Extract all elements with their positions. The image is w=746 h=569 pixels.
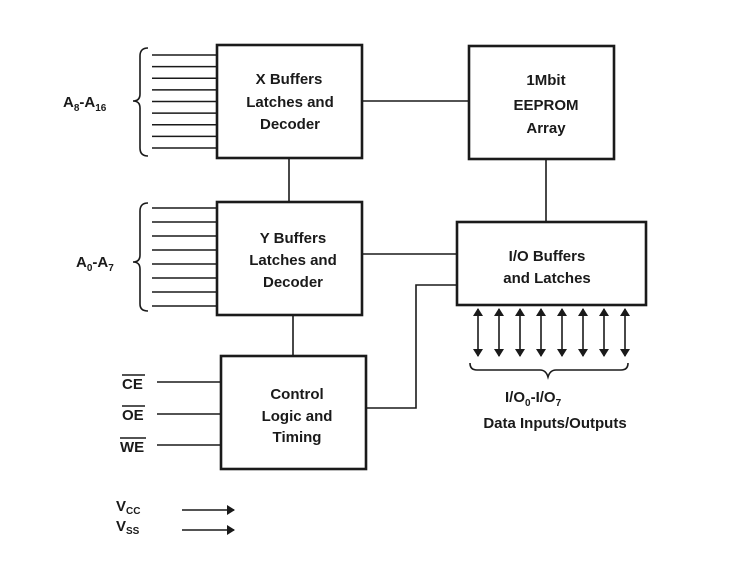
io-buffers-block: I/O Buffers and Latches (455, 220, 648, 307)
control-signals: CE OE WE (120, 374, 221, 456)
x-decoder-label-2: Latches and (246, 94, 334, 111)
vss-label: VSS (116, 518, 140, 537)
address-high-input-lines (152, 54, 217, 149)
vcc-label: VCC (116, 498, 140, 517)
y-decoder-block: Y Buffers Latches and Decoder (215, 200, 364, 317)
io-label-2: and Latches (503, 270, 591, 287)
ce-label: CE (122, 376, 143, 393)
wire-control-to-io (366, 284, 457, 409)
eeprom-label-1: 1Mbit (526, 72, 565, 89)
address-high-label: A8-A16 (63, 94, 107, 114)
x-decoder-label-1: X Buffers (256, 71, 323, 88)
address-low-brace (132, 202, 149, 312)
io-bus-arrows (473, 308, 630, 357)
eeprom-label-3: Array (526, 120, 566, 137)
eeprom-label-2: EEPROM (513, 97, 578, 114)
address-low-label: A0-A7 (76, 254, 114, 274)
eeprom-array-block: 1Mbit EEPROM Array (467, 44, 616, 161)
y-decoder-label-1: Y Buffers (260, 230, 326, 247)
control-label-1: Control (270, 386, 323, 403)
address-high-brace (132, 47, 149, 157)
y-decoder-label-3: Decoder (263, 274, 323, 291)
io-label-1: I/O Buffers (509, 248, 586, 265)
x-decoder-block: X Buffers Latches and Decoder (215, 43, 364, 160)
control-label-2: Logic and (262, 408, 333, 425)
io-bus-brace (469, 362, 629, 380)
wires (288, 100, 547, 409)
control-label-3: Timing (273, 429, 322, 446)
control-logic-block: Control Logic and Timing (219, 354, 368, 471)
x-decoder-label-3: Decoder (260, 116, 320, 133)
io-bus-label: I/O0-I/O7 (505, 389, 562, 409)
power-inputs: VCC VSS (116, 498, 235, 537)
y-decoder-label-2: Latches and (249, 252, 337, 269)
address-low-input-lines (152, 207, 217, 307)
io-bus-caption: Data Inputs/Outputs (483, 415, 626, 432)
we-label: WE (120, 439, 144, 456)
oe-label: OE (122, 407, 144, 424)
